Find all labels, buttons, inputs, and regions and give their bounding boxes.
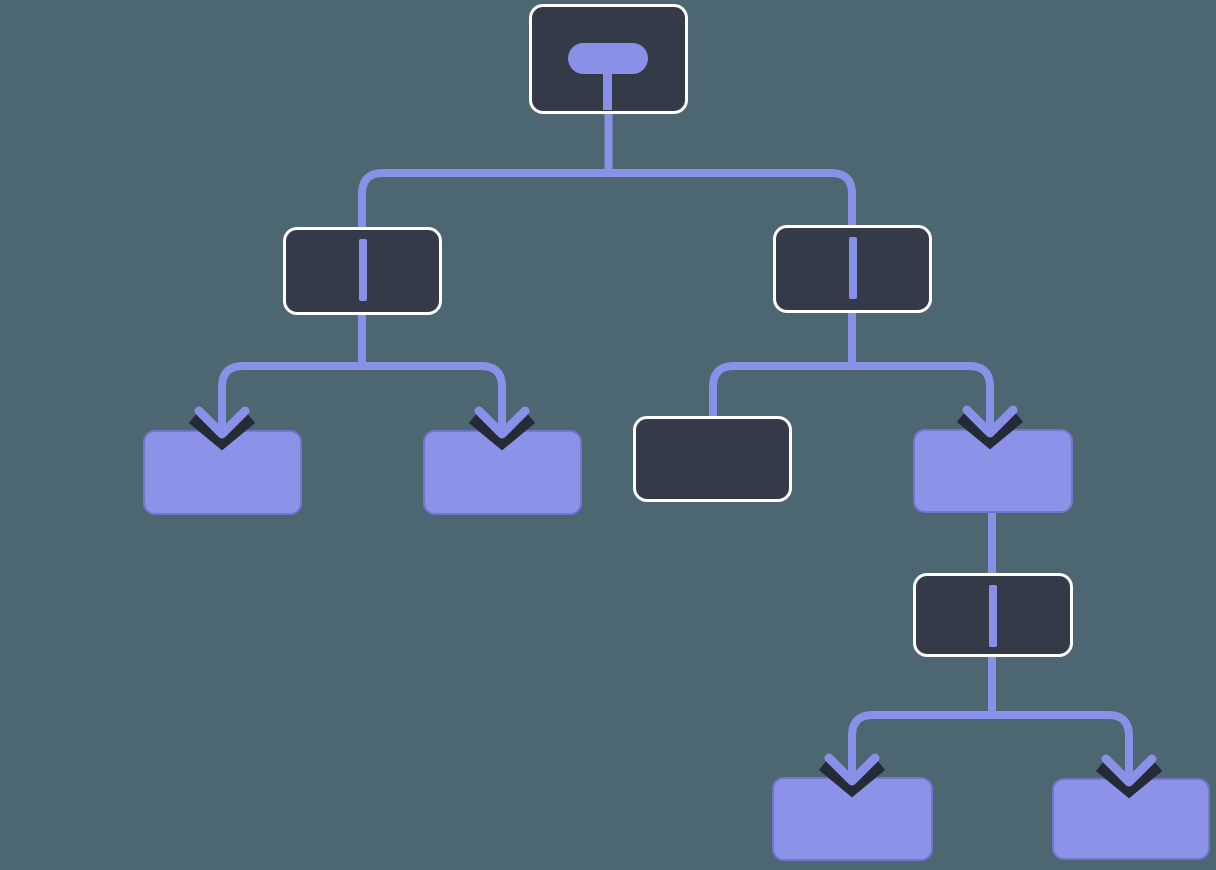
connector-left-rail bbox=[218, 362, 506, 432]
connector-top-rail bbox=[358, 169, 856, 230]
arrow-purple-chevron bbox=[962, 405, 1018, 438]
arrow-dark-chevron bbox=[1095, 760, 1163, 799]
vertical-line-icon bbox=[989, 585, 997, 647]
arrow-purple-chevron bbox=[1101, 754, 1157, 787]
arrow-down-icon bbox=[1095, 754, 1163, 799]
arrow-dark-chevron bbox=[188, 412, 256, 451]
node-branch-right[interactable] bbox=[773, 225, 932, 313]
arrow-purple-chevron bbox=[194, 406, 250, 439]
node-root[interactable] bbox=[529, 4, 688, 114]
arrow-down-icon bbox=[818, 753, 886, 798]
vertical-line-icon bbox=[358, 239, 367, 301]
arrow-purple-chevron bbox=[824, 753, 880, 786]
root-pill-stem-icon bbox=[603, 71, 612, 110]
arrow-down-icon bbox=[956, 405, 1024, 450]
arrow-down-icon bbox=[188, 406, 256, 451]
node-child-dark[interactable] bbox=[633, 416, 792, 502]
arrow-dark-chevron bbox=[818, 759, 886, 798]
vertical-line-icon bbox=[848, 237, 857, 299]
arrow-down-icon bbox=[468, 406, 536, 451]
root-pill-icon bbox=[568, 43, 648, 74]
arrow-dark-chevron bbox=[468, 412, 536, 451]
arrow-dark-chevron bbox=[956, 411, 1024, 450]
arrow-purple-chevron bbox=[474, 406, 530, 439]
connector-right-rail bbox=[709, 362, 994, 431]
node-branch-left[interactable] bbox=[283, 227, 442, 315]
node-branch-bottom[interactable] bbox=[913, 573, 1073, 657]
connector-bottom-rail bbox=[848, 711, 1133, 780]
